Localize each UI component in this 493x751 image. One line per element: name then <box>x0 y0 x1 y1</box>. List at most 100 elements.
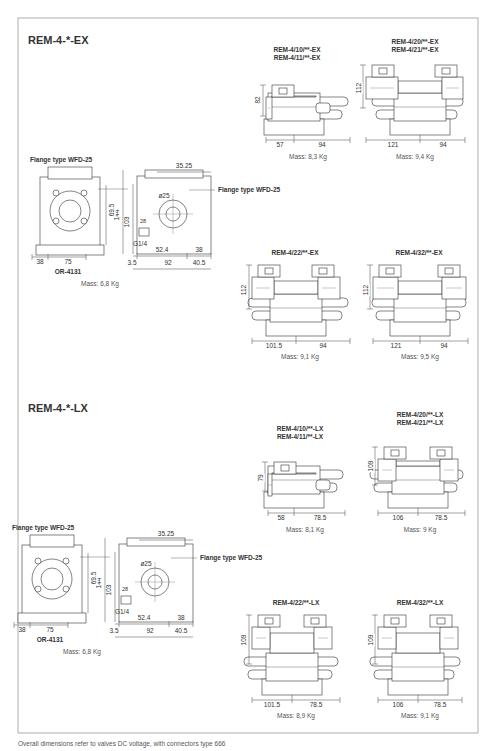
valve-body <box>270 294 322 322</box>
dimension-line <box>372 447 378 448</box>
dimension-value: 75 <box>46 627 53 634</box>
coil-seam <box>382 638 392 639</box>
g14-port <box>121 596 131 604</box>
subplate <box>390 119 450 135</box>
valve-body-side <box>137 176 211 254</box>
dimension-value: 94 <box>319 343 326 350</box>
valve-body <box>392 466 444 494</box>
solenoid-coil <box>266 97 272 119</box>
flange-bolt <box>81 218 87 224</box>
dimension-value: 109 <box>368 460 375 473</box>
dimension-value: 38 <box>195 247 202 254</box>
part-name: OR-4131 <box>37 637 63 644</box>
dimension-line <box>32 257 86 258</box>
valve-body-side <box>119 544 193 622</box>
dimension-line <box>260 116 266 117</box>
dimension-line <box>262 491 268 492</box>
dimension-line <box>252 697 253 703</box>
dimension-line <box>373 338 374 344</box>
connector-666 <box>430 615 452 627</box>
solenoid-coil <box>373 277 398 299</box>
dimension-line <box>375 615 376 664</box>
dimension-line <box>249 615 250 664</box>
connector-666 <box>30 535 74 547</box>
valve-body <box>266 653 318 681</box>
subplate <box>266 320 326 336</box>
dimension-line <box>268 513 345 514</box>
solenoid-coil <box>252 627 270 649</box>
solenoid-coil <box>378 459 396 481</box>
part-name: REM-4/22/**-EX <box>272 250 319 257</box>
part-name: Flange type WFD-25 <box>218 187 280 194</box>
connector-666 <box>272 85 294 97</box>
dimension-value: 38 <box>177 615 184 622</box>
dimension-line <box>246 309 252 310</box>
solenoid-coil <box>378 627 396 649</box>
dimension-line <box>378 697 379 703</box>
dimension-line <box>418 695 419 703</box>
dimension-value: 94 <box>439 142 446 149</box>
connector-screw <box>265 268 273 274</box>
subplate <box>388 492 448 508</box>
valve-body <box>394 93 446 121</box>
dimension-line <box>420 135 421 143</box>
solenoid-coil <box>314 627 332 649</box>
coil-seam <box>377 288 394 289</box>
dimension-value: 52.4 <box>156 247 169 254</box>
connector-666 <box>384 615 406 627</box>
coil-seam <box>268 485 272 486</box>
dimension-line <box>370 265 371 309</box>
solenoid-coil <box>318 277 340 299</box>
coil-seam <box>444 470 454 471</box>
body-joint <box>268 480 320 481</box>
dimension-line <box>105 538 106 622</box>
coil-seam <box>446 288 462 289</box>
pilot-valve <box>398 281 442 294</box>
dimension-line <box>462 697 463 703</box>
dimension-line <box>14 622 15 628</box>
dimension-value: 112 <box>356 82 363 94</box>
coil-seam <box>268 108 270 109</box>
dimension-line <box>367 265 373 266</box>
dimension-line <box>265 462 266 491</box>
dimension-value: 103 <box>106 584 113 597</box>
dimension-value: 121 <box>391 343 402 350</box>
solenoid-coil <box>440 627 458 649</box>
solenoid-coil <box>366 77 398 99</box>
dimension-value: 78.5 <box>434 702 447 709</box>
connector-screw <box>391 618 399 624</box>
subplate <box>390 320 450 336</box>
dimension-value: ø25 <box>140 561 151 568</box>
part-name: REM-4/11/**-LX <box>277 434 323 441</box>
dimension-value: 94 <box>318 142 325 149</box>
part-name: REM-4-*-LX <box>28 403 88 414</box>
connector-screw <box>391 450 399 456</box>
flange-bolt <box>63 586 69 592</box>
connector-666 <box>274 462 296 474</box>
subplate-front <box>36 245 104 255</box>
part-name: REM-4/11/**-EX <box>274 55 321 62</box>
dimension-line <box>246 664 252 665</box>
dimension-line <box>294 135 295 143</box>
dimension-line <box>373 341 468 342</box>
body-joint <box>394 308 446 309</box>
connector-666 <box>435 65 457 77</box>
g14-port <box>139 228 149 236</box>
dimension-line <box>211 253 212 259</box>
part-name: Flange type WFD-25 <box>12 525 74 532</box>
dimension-line <box>366 137 367 143</box>
part-name: REM-4/22/**-LX <box>273 600 320 607</box>
dimension-line <box>157 172 211 173</box>
solenoid-coil <box>252 277 274 299</box>
solenoid-coil <box>440 459 458 481</box>
dimension-value: 106 <box>393 515 404 522</box>
part-name: REM-4-*-EX <box>28 35 89 46</box>
leader-line <box>80 557 110 558</box>
dimension-line <box>14 625 68 626</box>
mass-note: Mass: 9,5 Kg <box>401 354 439 361</box>
dimension-value: 75 <box>64 259 71 266</box>
dimension-value: 28 <box>122 587 128 593</box>
dimension-line <box>367 309 373 310</box>
connector-screw <box>386 268 394 274</box>
dimension-value: 38 <box>36 259 43 266</box>
